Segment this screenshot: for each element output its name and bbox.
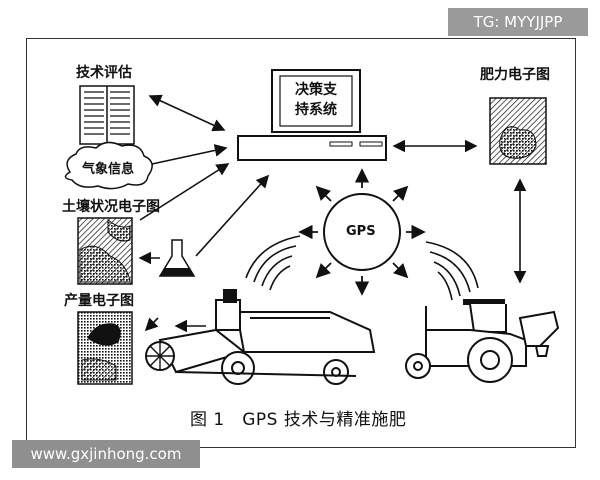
dss-label-line2: 持系统 [295,102,337,118]
arrow-weather-dss [151,144,228,165]
book-icon [79,85,135,145]
fertility-map-icon [489,97,547,165]
dss-label: 决策支 持系统 [281,80,351,120]
yield-map-label: 产量电子图 [64,293,134,309]
arrow-flask-dss [195,174,270,257]
arrow-yield-map [144,317,159,332]
signal-waves-right [425,241,479,301]
tech-assessment-label: 技术评估 [76,65,132,81]
figure-caption: 图 1 GPS 技术与精准施肥 [190,410,407,430]
flask-icon [158,239,196,277]
fertility-map-label: 肥力电子图 [480,67,550,83]
arrow-dss-tech [148,94,226,132]
signal-waves-left [245,235,301,291]
gps-satellite-icon [298,168,426,296]
weather-info-label: 气象信息 [82,162,135,177]
watermark-top: TG: MYYJJPP [448,8,588,36]
computer-icon [237,69,387,161]
combine-harvester-icon [145,289,376,385]
watermark-bottom: www.gxjinhong.com [12,440,200,468]
tractor-icon [405,299,560,383]
gps-label: GPS [346,224,376,239]
soil-map-icon [77,217,133,285]
dss-label-line1: 决策支 [295,82,337,98]
soil-map-label: 土壤状况电子图 [62,199,160,215]
arrow-soil-dss [139,163,230,221]
yield-map-icon [77,311,133,385]
